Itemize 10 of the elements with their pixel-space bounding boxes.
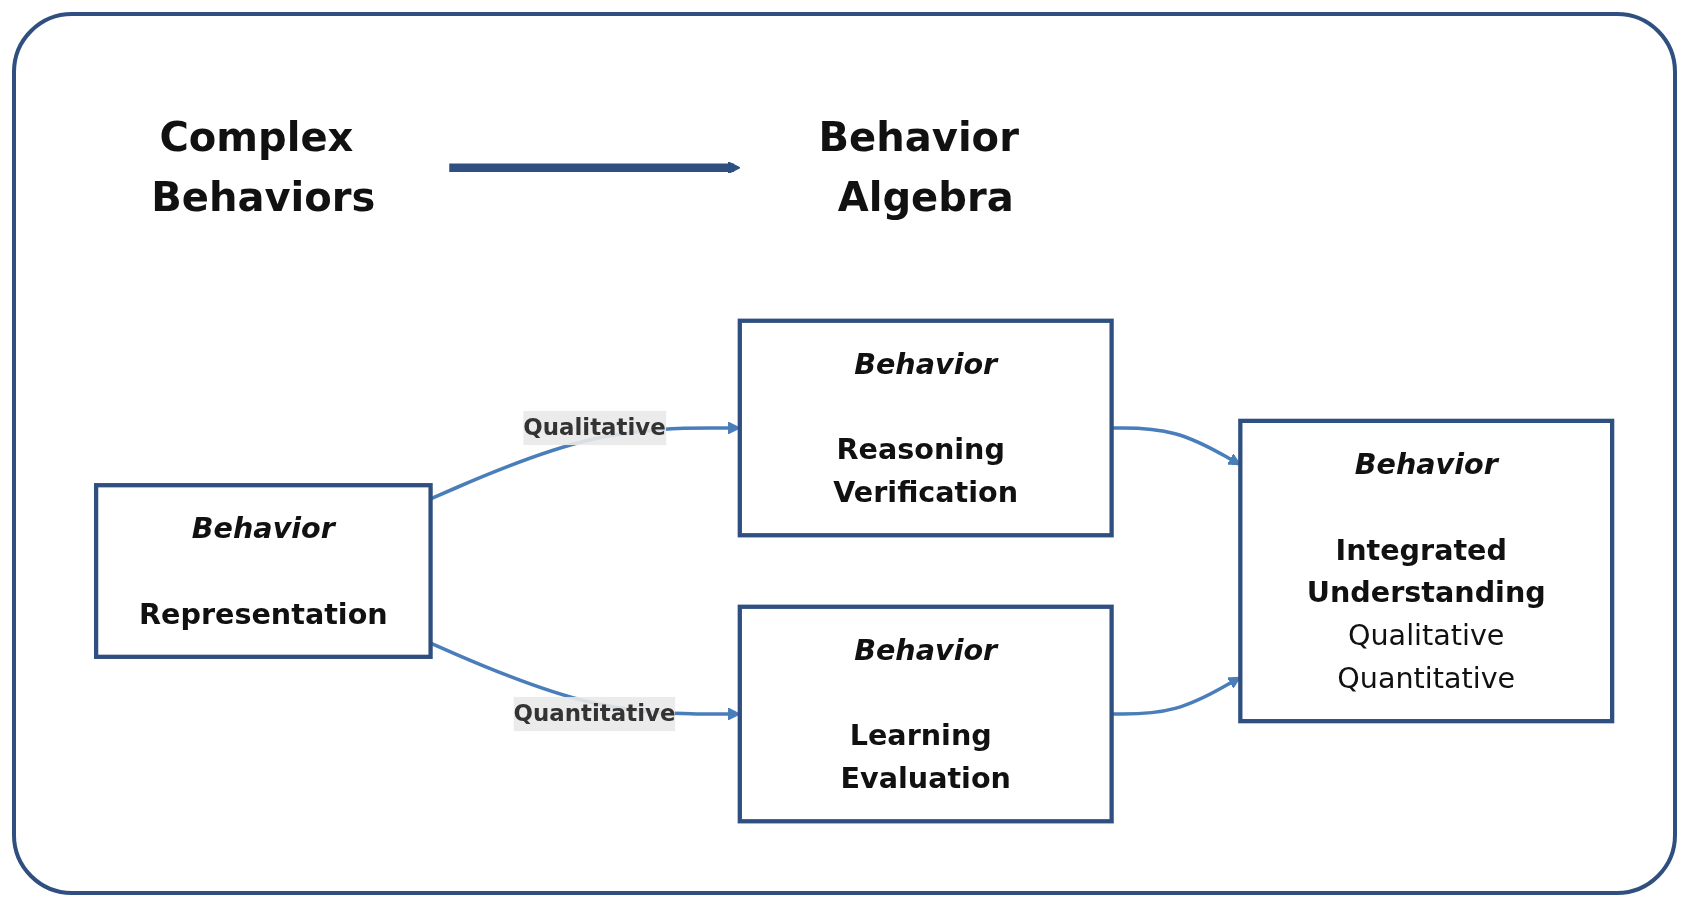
node-text: Behavior Algebra [818, 113, 1019, 221]
node-text: Complex Behaviors [150, 113, 376, 221]
arrow [448, 161, 741, 174]
frame: Qualitative Quantitative Complex Behaviors Behavior Algebra Behavior Representation Behavior Reasoning Verification Behavior Learning Evaluation Behavior Integrated Understanding Qualitative Quantitative [12, 12, 1677, 895]
edge-label: Qualitative [523, 413, 666, 441]
node-box [737, 604, 1114, 824]
node-box [737, 318, 1114, 538]
node-box [1237, 418, 1614, 724]
node-box [93, 482, 433, 659]
edge-label: Quantitative [513, 699, 676, 727]
